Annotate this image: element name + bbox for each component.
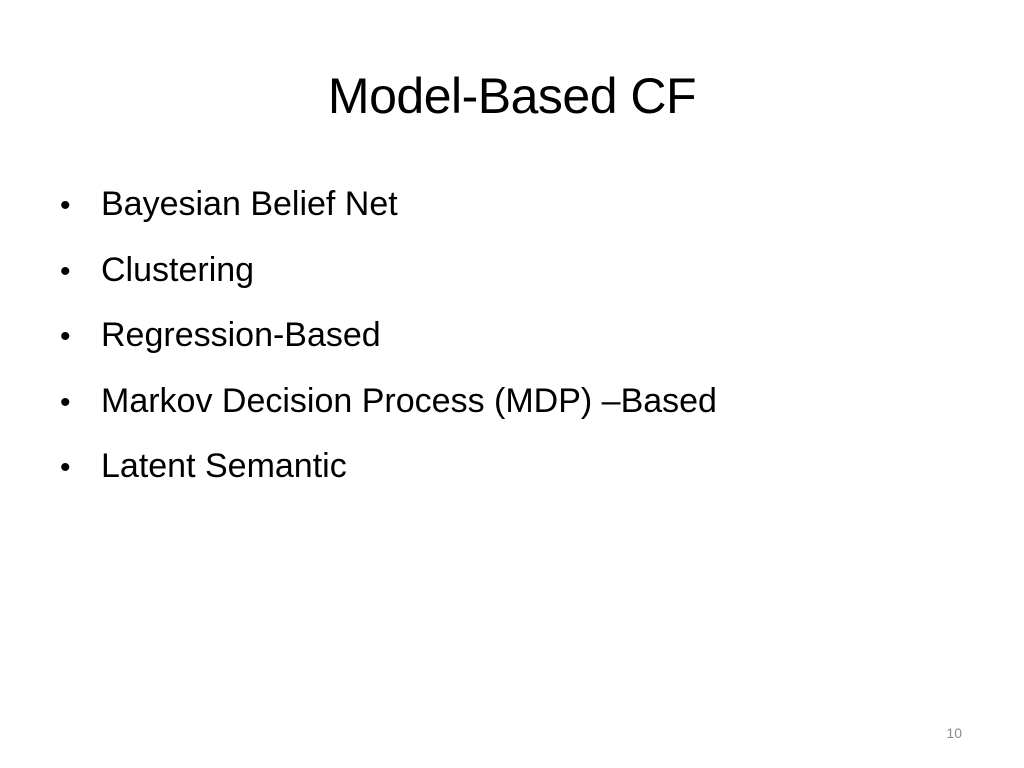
bullet-icon: • (60, 320, 71, 353)
bullet-text: Markov Decision Process (MDP) –Based (101, 381, 717, 420)
list-item: • Latent Semantic (60, 444, 717, 488)
list-item: • Clustering (60, 248, 717, 292)
bullet-icon: • (60, 254, 71, 288)
bullet-list: • Bayesian Belief Net • Clustering • Reg… (60, 182, 717, 510)
bullet-text: Latent Semantic (101, 447, 347, 485)
bullet-icon: • (60, 451, 71, 484)
slide-number: 10 (946, 725, 962, 741)
list-item: • Regression-Based (60, 313, 717, 357)
bullet-text: Regression-Based (101, 316, 381, 354)
bullet-icon: • (60, 385, 71, 419)
bullet-icon: • (60, 189, 71, 222)
slide-title: Model-Based CF (327, 68, 697, 124)
list-item: • Markov Decision Process (MDP) –Based (60, 379, 717, 423)
bullet-text: Clustering (101, 250, 255, 289)
bullet-text: Bayesian Belief Net (101, 185, 398, 223)
list-item: • Bayesian Belief Net (60, 182, 717, 226)
